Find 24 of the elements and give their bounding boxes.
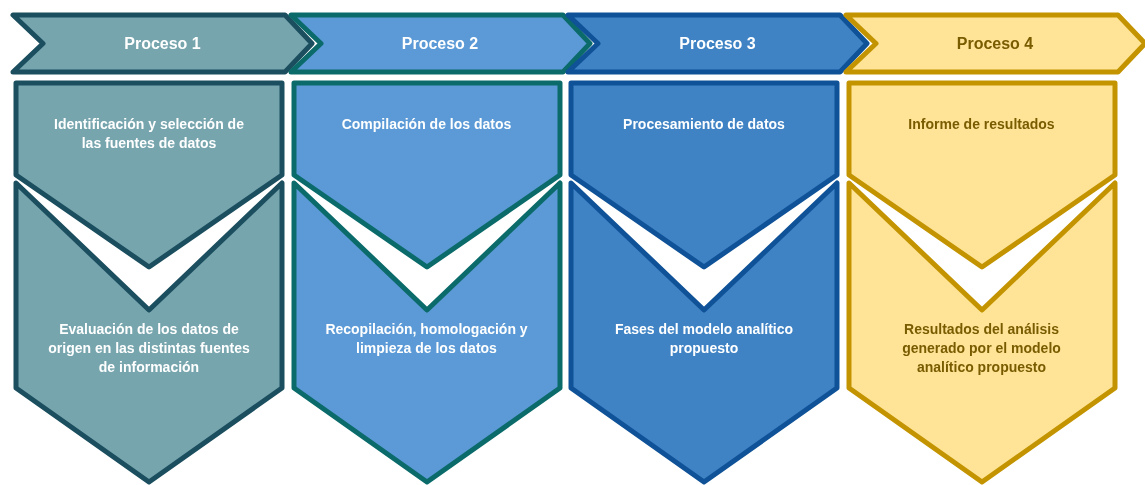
step-panel — [13, 180, 285, 485]
process-title: Proceso 3 — [678, 34, 757, 53]
process-header-banner — [287, 12, 593, 75]
step-title: Procesamiento de datos — [622, 115, 786, 134]
step-title: Compilación de los datos — [340, 115, 513, 134]
process-title: Proceso 2 — [400, 34, 480, 53]
step-pentagon — [568, 80, 840, 270]
step-description: Resultados del análisis generado por el modelo analítico propuesto — [901, 320, 1062, 377]
process-header-banner — [842, 12, 1145, 75]
step-panel — [568, 180, 840, 485]
step-title: Informe de resultados — [907, 115, 1056, 134]
step-pentagon — [845, 80, 1118, 270]
process-header-banner — [565, 12, 870, 75]
step-panel — [290, 180, 563, 485]
process-title: Proceso 4 — [955, 34, 1035, 53]
step-panel — [845, 180, 1118, 485]
step-title: Identificación y selección de las fuentes de datos — [53, 115, 245, 153]
step-description: Evaluación de los datos de origen en las distintas fuentes de información — [47, 320, 251, 377]
step-description: Recopilación, homologación y limpieza de los datos — [324, 320, 529, 358]
process-title: Proceso 1 — [123, 34, 202, 53]
step-pentagon — [290, 80, 563, 270]
step-description: Fases del modelo analítico propuesto — [613, 320, 795, 358]
step-pentagon — [13, 80, 285, 270]
process-header-banner — [10, 12, 315, 75]
